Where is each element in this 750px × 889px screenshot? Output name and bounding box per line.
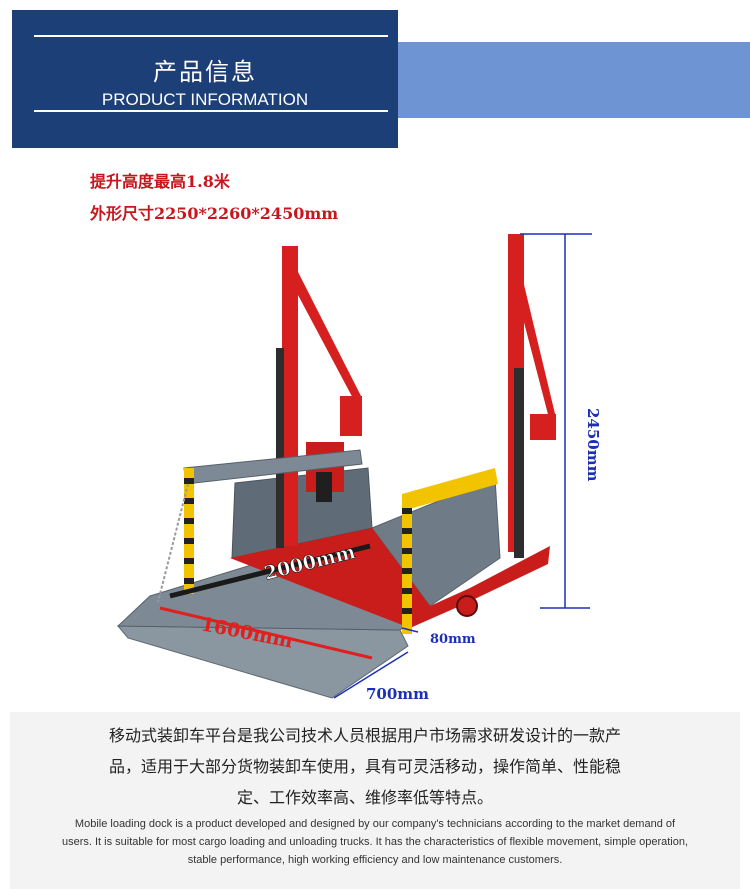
right-mast-brace <box>514 268 556 422</box>
wheel <box>456 595 478 617</box>
banner-title-en: PRODUCT INFORMATION <box>101 90 309 109</box>
description-zh: 移动式装卸车平台是我公司技术人员根据用户市场需求研发设计的一款产 品，适用于大部… <box>40 720 690 813</box>
right-rail-post <box>402 494 412 634</box>
product-image: 2450mm 2000mm 1600mm 80mm 700mm <box>110 228 610 708</box>
banner-dark-panel <box>12 10 398 148</box>
banner-light-panel <box>398 42 750 118</box>
description-zh-line-3: 定、工作效率高、维修率低等特点。 <box>236 788 493 807</box>
motor <box>316 472 332 502</box>
description-en-line-3: stable performance, high working efficie… <box>187 854 563 866</box>
spec-lift-height: 提升高度最高1.8米 <box>90 172 230 191</box>
right-chain <box>514 368 524 558</box>
left-mast-brace <box>290 268 362 404</box>
description-zh-line-1: 移动式装卸车平台是我公司技术人员根据用户市场需求研发设计的一款产 <box>108 726 621 745</box>
left-mast-box <box>340 396 362 436</box>
length-dim-line <box>169 543 371 599</box>
lip-dim-label: 700mm <box>366 685 429 703</box>
right-mast-box <box>530 414 556 440</box>
wheel-dim-line <box>401 627 419 633</box>
right-guard-rail <box>402 468 498 510</box>
chassis-base <box>230 528 550 628</box>
left-chain <box>276 348 284 548</box>
left-chain-rail <box>157 483 189 603</box>
description-en-line-1: Mobile loading dock is a product develop… <box>74 818 676 830</box>
banner-divider-top <box>34 35 388 37</box>
left-mast <box>282 246 298 546</box>
height-dim-label: 2450mm <box>584 408 602 482</box>
loading-dock-illustration: 2450mm 2000mm 1600mm 80mm 700mm <box>116 233 602 703</box>
description-box <box>10 712 740 889</box>
description-en-line-2: users. It is suitable for most cargo loa… <box>61 836 689 848</box>
left-rail-post <box>184 468 194 594</box>
spec-dimensions: 外形尺寸2250*2260*2450mm <box>90 204 339 223</box>
lip-dim-line <box>333 651 409 699</box>
description-en: Mobile loading dock is a product develop… <box>20 815 730 869</box>
description-zh-line-2: 品，适用于大部分货物装卸车使用，具有可灵活移动，操作简单、性能稳 <box>108 757 621 776</box>
banner-title-zh: 产品信息 <box>153 58 257 86</box>
width-dim-line <box>159 606 373 660</box>
wheel-offset-dim-label: 80mm <box>430 632 476 647</box>
banner-divider-bottom <box>34 110 388 112</box>
